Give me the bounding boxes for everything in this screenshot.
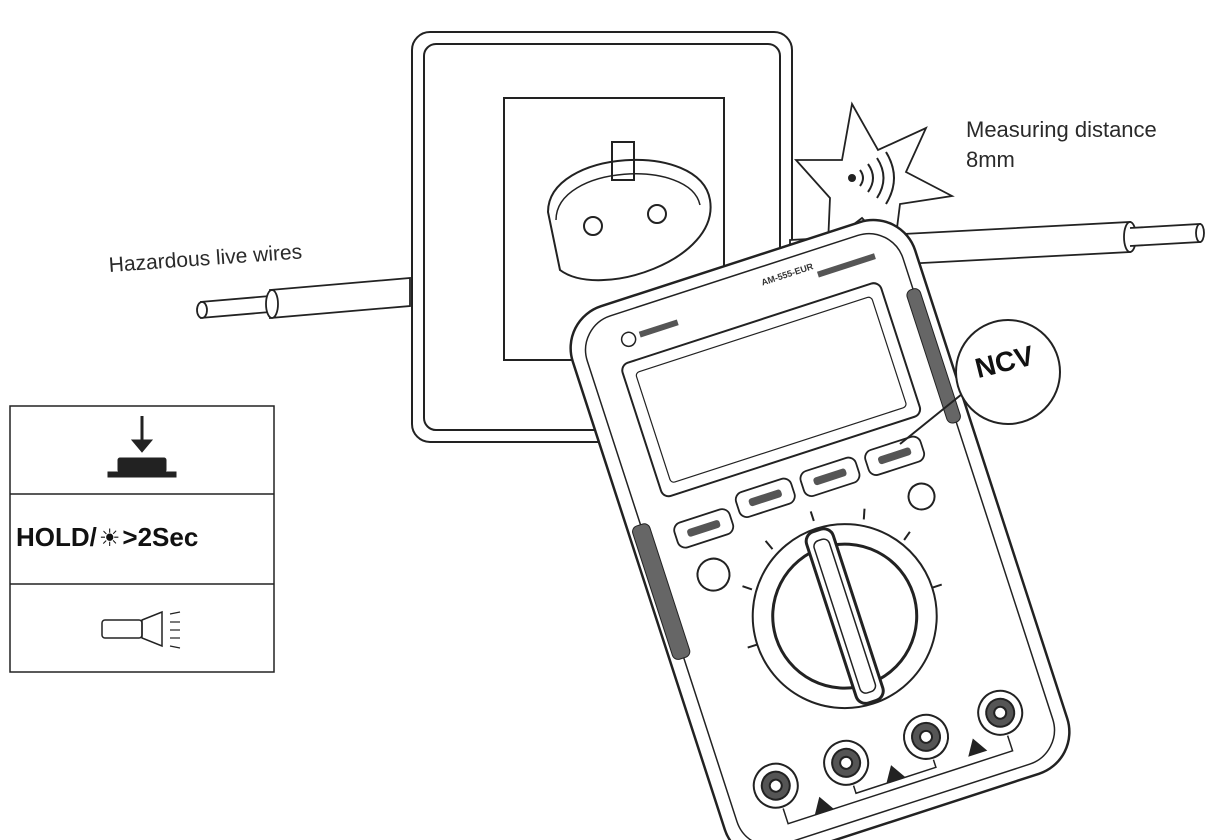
backlight-sun-icon: ☀ [98, 525, 121, 552]
measuring-distance-line2: 8mm [966, 147, 1015, 172]
hold-prefix: HOLD/ [16, 522, 97, 552]
measuring-distance-label: Measuring distance 8mm [966, 115, 1157, 175]
hold-instruction: HOLD/☀>2Sec [16, 522, 198, 553]
multimeter [569, 218, 1071, 840]
live-wire-left [196, 277, 411, 319]
rotary-dial [742, 508, 943, 710]
hold-suffix: >2Sec [122, 522, 199, 552]
measuring-distance-line1: Measuring distance [966, 117, 1157, 142]
ncv-callout [899, 319, 1061, 445]
flashlight-icon [101, 610, 181, 649]
press-button-icon [107, 416, 177, 478]
input-jacks [752, 689, 1024, 809]
